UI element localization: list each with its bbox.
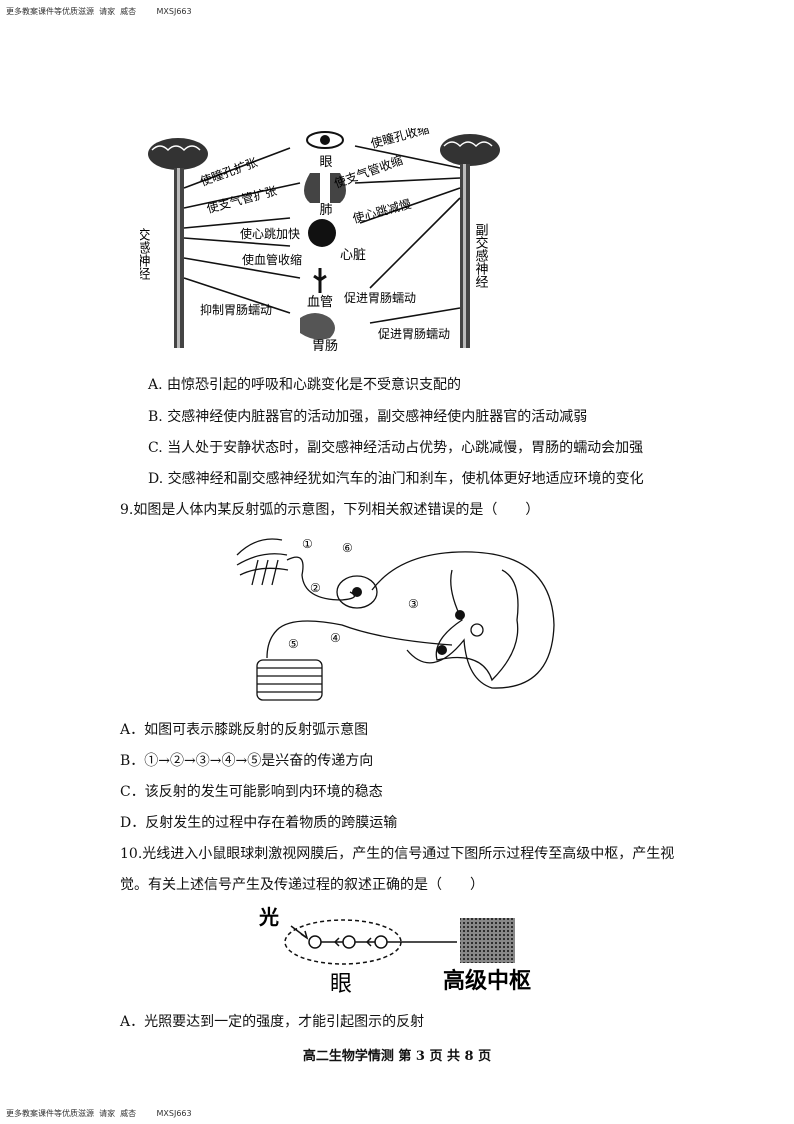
right-effect-3: 使心跳减慢	[351, 196, 413, 226]
right-effect-2: 使支气管收缩	[332, 152, 405, 191]
q8-option-a: A. 由惊恐引起的呼吸和心跳变化是不受意识支配的	[148, 377, 462, 393]
left-effect-3: 使心跳加快	[240, 226, 300, 241]
eye-label: 眼	[330, 972, 352, 997]
q9-option-a: A．如图可表示膝跳反射的反射弧示意图	[120, 722, 369, 738]
light-label: 光	[258, 905, 279, 929]
left-brain-spine	[148, 138, 208, 348]
q9-stem: 9.如图是人体内某反射弧的示意图，下列相关叙述错误的是（ ）	[120, 502, 540, 518]
left-effect-1: 使瞳孔扩张	[198, 154, 260, 189]
marker-6: ⑥	[342, 541, 353, 555]
autonomic-nerve-figure: 眼 肺 心脏 血管 胃肠 交感神经 副交感神经 使瞳孔扩张 使支气管扩张 使心跳…	[140, 128, 500, 354]
q10-stem-line1: 10.光线进入小鼠眼球刺激视网膜后，产生的信号通过下图所示过程传至高级中枢，产生…	[120, 846, 675, 862]
visual-pathway-figure: 光 眼 高级中枢	[258, 905, 531, 997]
organ-vessel-label: 血管	[307, 295, 333, 310]
left-effect-5: 抑制胃肠蠕动	[200, 302, 272, 317]
organ-stomach-label: 胃肠	[312, 339, 338, 354]
q8-option-d: D. 交感神经和副交感神经犹如汽车的油门和刹车，使机体更好地适应环境的变化	[148, 471, 644, 487]
page-header-note: 更多教案课件等优质滋源 请家 威杏 MXSJ663	[6, 7, 192, 16]
q8-option-c: C. 当人处于安静状态时，副交感神经活动占优势，心跳减慢，胃肠的蠕动会加强	[148, 440, 644, 456]
reflex-arc-figure: ① ② ③ ④ ⑤ ⑥	[236, 537, 555, 701]
page-footer: 高二生物学情测 第 3 页 共 8 页	[302, 1049, 492, 1064]
marker-3: ③	[408, 597, 419, 611]
page-footer-note: 更多教案课件等优质滋源 请家 威杏 MXSJ663	[6, 1109, 192, 1118]
right-label-parasympathetic: 副交感神经	[473, 223, 489, 288]
organ-eye-label: 眼	[319, 155, 332, 170]
marker-1: ①	[302, 537, 313, 551]
right-effect-5: 促进胃肠蠕动	[378, 327, 450, 341]
q10-stem-line2: 觉。有关上述信号产生及传递过程的叙述正确的是（ ）	[120, 877, 484, 893]
nerve-lines	[183, 145, 461, 324]
higher-center-label: 高级中枢	[443, 968, 531, 994]
organ-lung-label: 肺	[319, 203, 332, 218]
organ-icons	[300, 131, 346, 340]
left-effect-2: 使支气管扩张	[205, 183, 278, 216]
q10-option-a: A．光照要达到一定的强度，才能引起图示的反射	[120, 1014, 425, 1030]
q8-option-b: B. 交感神经使内脏器官的活动加强，副交感神经使内脏器官的活动减弱	[148, 409, 588, 425]
marker-4: ④	[330, 631, 341, 645]
right-brain-spine	[440, 134, 500, 348]
marker-5: ⑤	[288, 637, 299, 651]
left-effect-4: 使血管收缩	[242, 252, 302, 267]
q9-option-c: C．该反射的发生可能影响到内环境的稳态	[120, 784, 383, 800]
left-label-sympathetic: 交感神经	[140, 227, 150, 280]
q9-option-b: B．①→②→③→④→⑤是兴奋的传递方向	[120, 753, 374, 769]
marker-2: ②	[310, 581, 321, 595]
right-effect-4: 促进胃肠蠕动	[344, 291, 416, 305]
organ-heart-label: 心脏	[340, 248, 366, 263]
q9-option-d: D．反射发生的过程中存在着物质的跨膜运输	[120, 815, 398, 831]
right-effect-1: 使瞳孔收缩	[369, 128, 431, 151]
